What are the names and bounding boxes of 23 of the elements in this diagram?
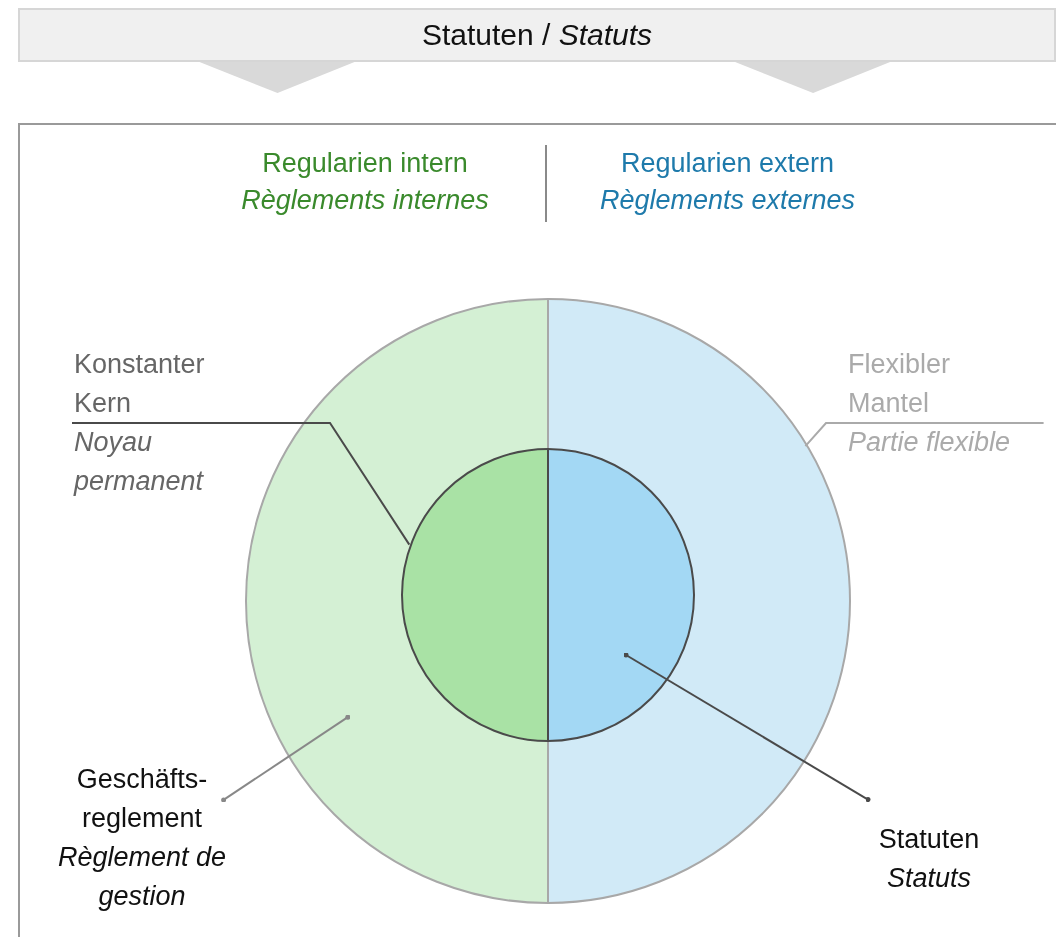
band-title: Statuten / Statuts xyxy=(421,18,653,52)
callout-text: Statuten xyxy=(877,823,981,856)
leader-line xyxy=(221,714,351,803)
column-heading: Regularien intern xyxy=(261,148,469,179)
chevron-arrow xyxy=(199,62,355,93)
column-heading: Règlements internes xyxy=(240,185,490,216)
callout-text: Partie flexible xyxy=(848,426,1012,459)
column-heading: Regularien extern xyxy=(619,148,836,179)
callout-text: Règlement de gestion xyxy=(56,841,228,913)
frame-box xyxy=(18,123,1056,937)
heading-band xyxy=(18,8,1056,62)
leader-line xyxy=(71,422,411,546)
callout-text: Konstanter Kern xyxy=(74,348,206,420)
outer-circle xyxy=(245,298,851,904)
column-heading: Règlements externes xyxy=(598,185,857,216)
callout-text: Flexibler Mantel xyxy=(848,348,952,420)
callout-text: Statuts xyxy=(885,862,972,895)
leader-line xyxy=(623,652,871,803)
inner-circle xyxy=(401,448,695,742)
leader-line xyxy=(804,422,1045,448)
callout-text: Geschäfts-reglement xyxy=(75,763,209,835)
callout-text: Noyau permanent xyxy=(74,426,205,498)
chevron-arrow xyxy=(735,62,891,93)
